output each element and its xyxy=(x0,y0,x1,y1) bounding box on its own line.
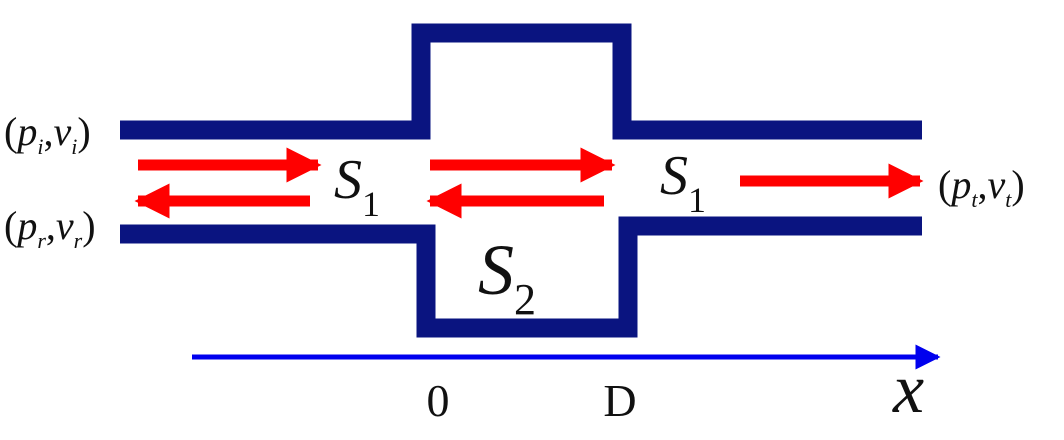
transmitted-v-sub: t xyxy=(1005,187,1012,212)
incident-p-sub: i xyxy=(37,134,43,159)
transmitted-p: p xyxy=(948,162,971,207)
incident-v: v xyxy=(53,109,71,154)
reflected-v: v xyxy=(56,203,74,248)
transmitted-v: v xyxy=(987,162,1005,207)
incident-p: p xyxy=(14,109,37,154)
section-left-sub: 1 xyxy=(362,184,380,224)
section-left-label: S1 xyxy=(334,149,380,224)
section-right-label: S1 xyxy=(660,145,706,220)
section-left-main: S xyxy=(334,149,362,211)
section-mid-label: S2 xyxy=(478,230,536,324)
tick-start-label: 0 xyxy=(427,375,450,426)
section-right-sub: 1 xyxy=(688,180,706,220)
section-mid-sub: 2 xyxy=(514,275,536,324)
section-right-main: S xyxy=(660,145,688,207)
tick-end-label: D xyxy=(603,375,636,426)
incident-label: (pi,vi) xyxy=(4,109,91,159)
pipe-upper-wall xyxy=(120,23,922,140)
pipe-lower-wall xyxy=(120,216,922,338)
transmitted-label: (pt,vt) xyxy=(938,162,1025,212)
section-mid-main: S xyxy=(478,230,514,310)
transmitted-p-sub: t xyxy=(971,187,978,212)
pipe-walls xyxy=(120,23,922,338)
reflected-p: p xyxy=(14,203,37,248)
reflected-label: (pr,vr) xyxy=(4,203,96,253)
wave-arrows xyxy=(134,147,924,219)
axis-label: x xyxy=(892,351,924,428)
reflected-p-sub: r xyxy=(37,228,46,253)
incident-v-sub: i xyxy=(71,134,77,159)
reflected-v-sub: r xyxy=(74,228,83,253)
